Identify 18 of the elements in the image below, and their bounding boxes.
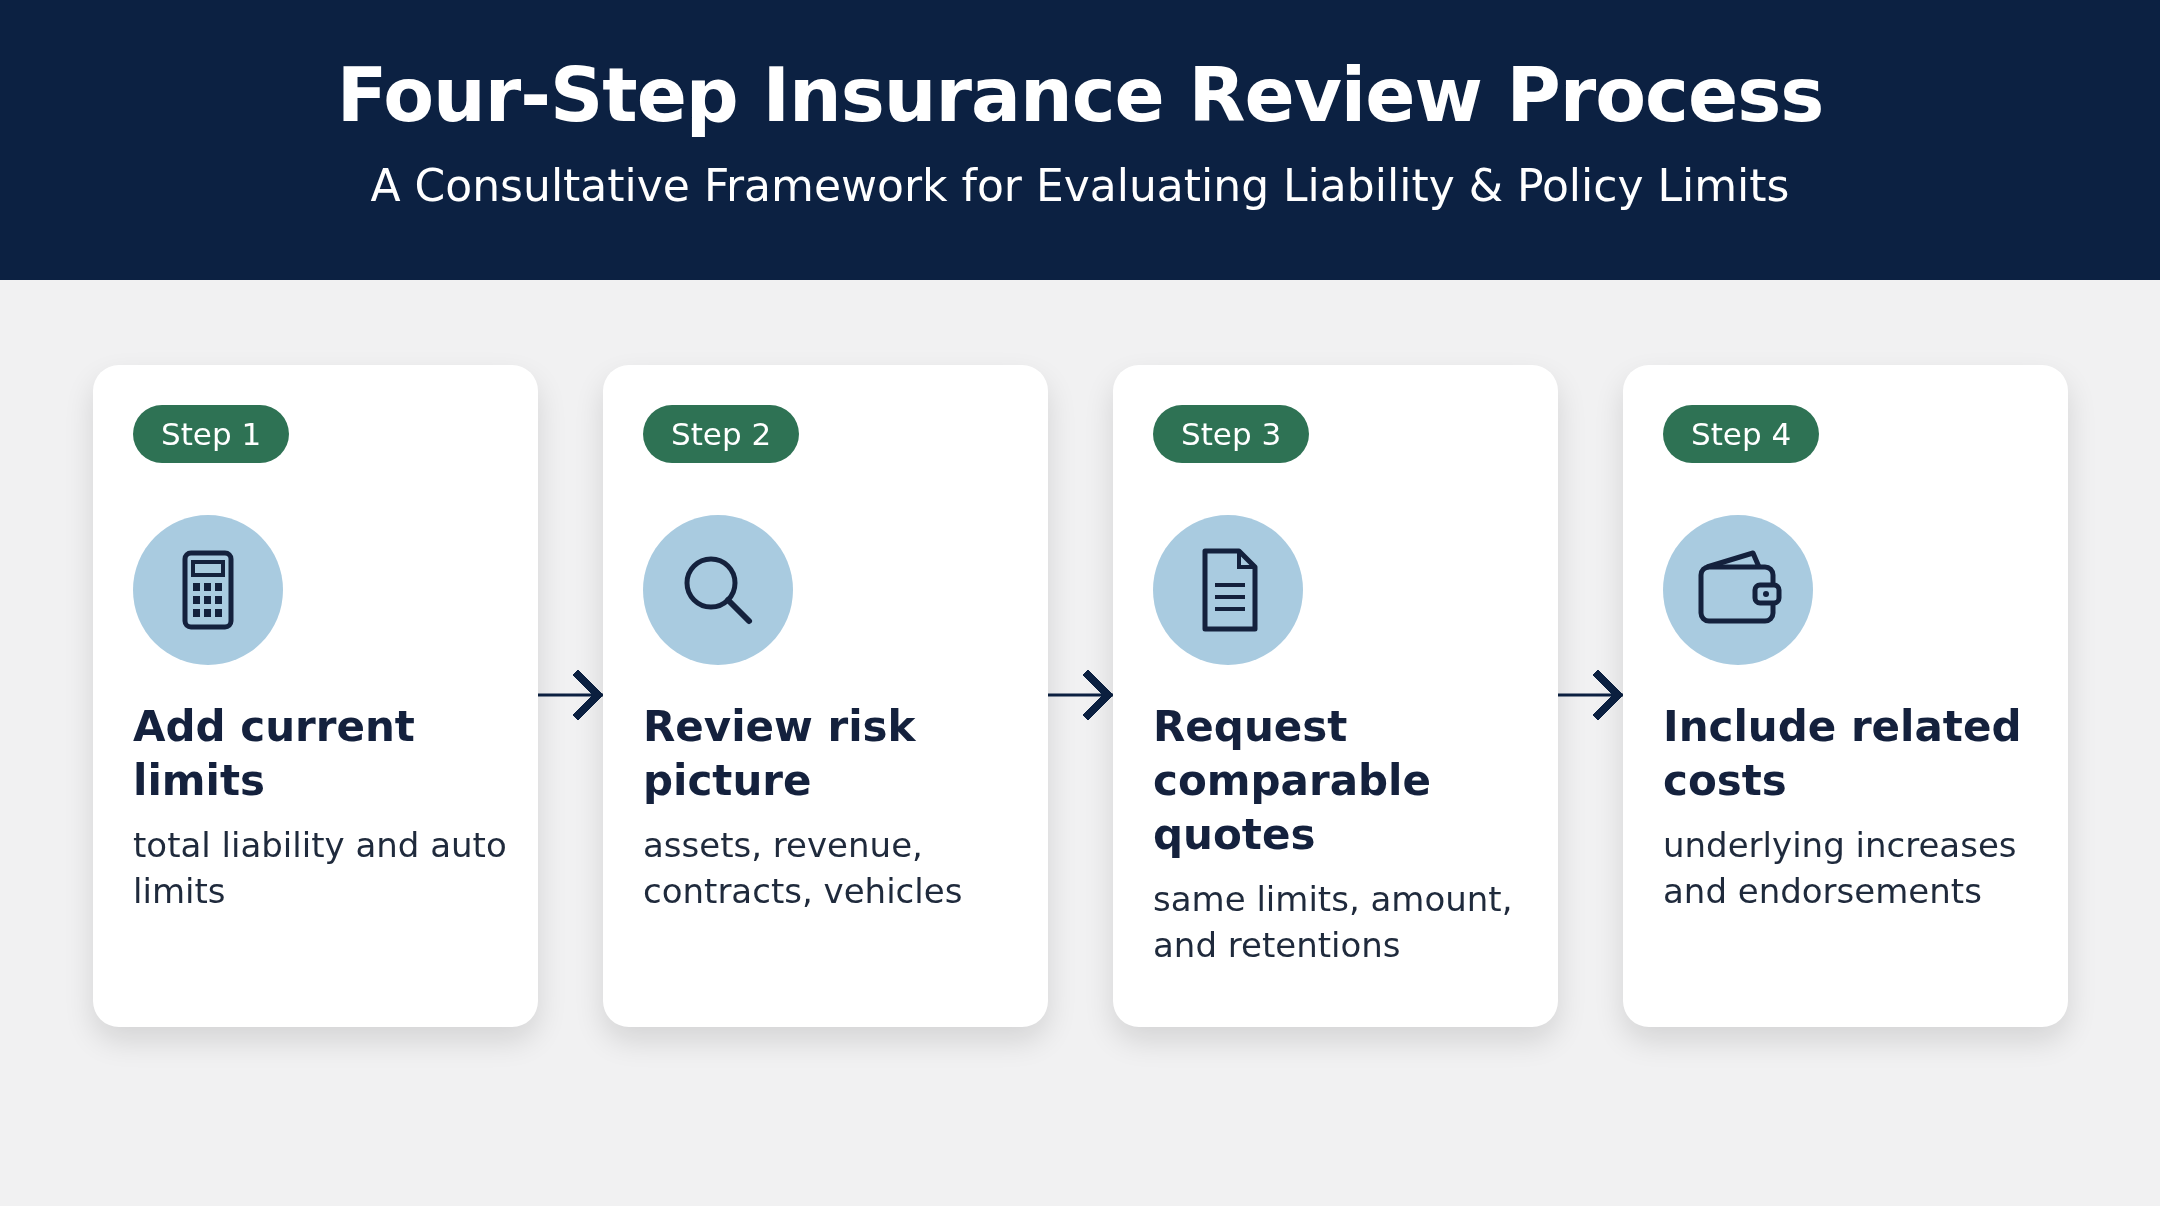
step-heading: Add current limits <box>133 701 416 807</box>
step-heading: Include related costs <box>1663 701 2023 807</box>
step-card <box>1623 365 2068 1027</box>
title: Four-Step Insurance Review Process <box>335 52 1825 138</box>
step-badge: Step 1 <box>133 405 290 463</box>
step-description: assets, revenue, contracts, vehicles <box>643 824 964 913</box>
step-badge: Step 4 <box>1663 405 1820 463</box>
step-card <box>603 365 1048 1027</box>
subtitle: A Consultative Framework for Evaluating Liability & Policy Limits <box>369 160 1791 211</box>
step-description: same limits, amount, and retentions <box>1153 878 1514 967</box>
step-badge: Step 2 <box>643 405 800 463</box>
step-heading: Request comparable quotes <box>1153 701 1432 861</box>
step-badge: Step 3 <box>1153 405 1310 463</box>
step-description: total liability and auto limits <box>133 824 508 913</box>
step-card <box>93 365 538 1027</box>
step-heading: Review risk picture <box>643 701 917 807</box>
step-description: underlying increases and endorsements <box>1663 824 2018 913</box>
step-card <box>1113 365 1558 1027</box>
